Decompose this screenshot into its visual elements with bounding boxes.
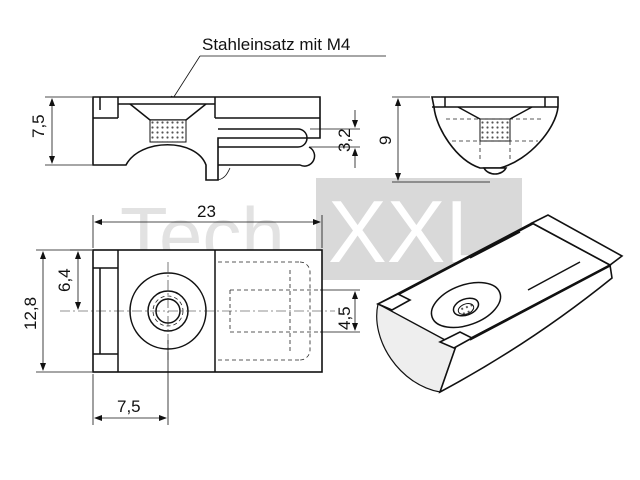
front-view [92,96,321,181]
dim-slot-width: 4,5 [320,289,360,333]
steel-insert-label: Stahleinsatz mit M4 [169,35,386,104]
dim-hole-offset: 7,5 [92,340,169,425]
dim-total-length-text: 23 [197,202,216,221]
thread-insert-front [149,119,187,143]
dim-slot-width-text: 4,5 [335,306,354,330]
dim-hole-offset-text: 7,5 [117,397,141,416]
dim-total-width-text: 12,8 [21,297,40,330]
plan-view [60,249,335,373]
dim-side-height-text: 9 [376,136,395,145]
side-view [431,96,559,175]
watermark: Tech XXL [120,178,522,281]
label-text: Stahleinsatz mit M4 [202,35,350,54]
dim-slot-height-text: 3,2 [335,128,354,152]
thread-insert-side [479,118,511,142]
dim-total-length: 23 [92,202,323,248]
dim-slot-height: 3,2 [310,110,360,168]
dim-half-width-text: 6,4 [55,268,74,292]
isometric-view [376,214,624,394]
dim-top-height-text: 7,5 [29,114,48,138]
dim-side-height: 9 [376,96,490,183]
thread-insert-iso [457,303,475,315]
dim-top-height: 7,5 [29,96,92,166]
dim-half-width: 6,4 [55,249,92,310]
